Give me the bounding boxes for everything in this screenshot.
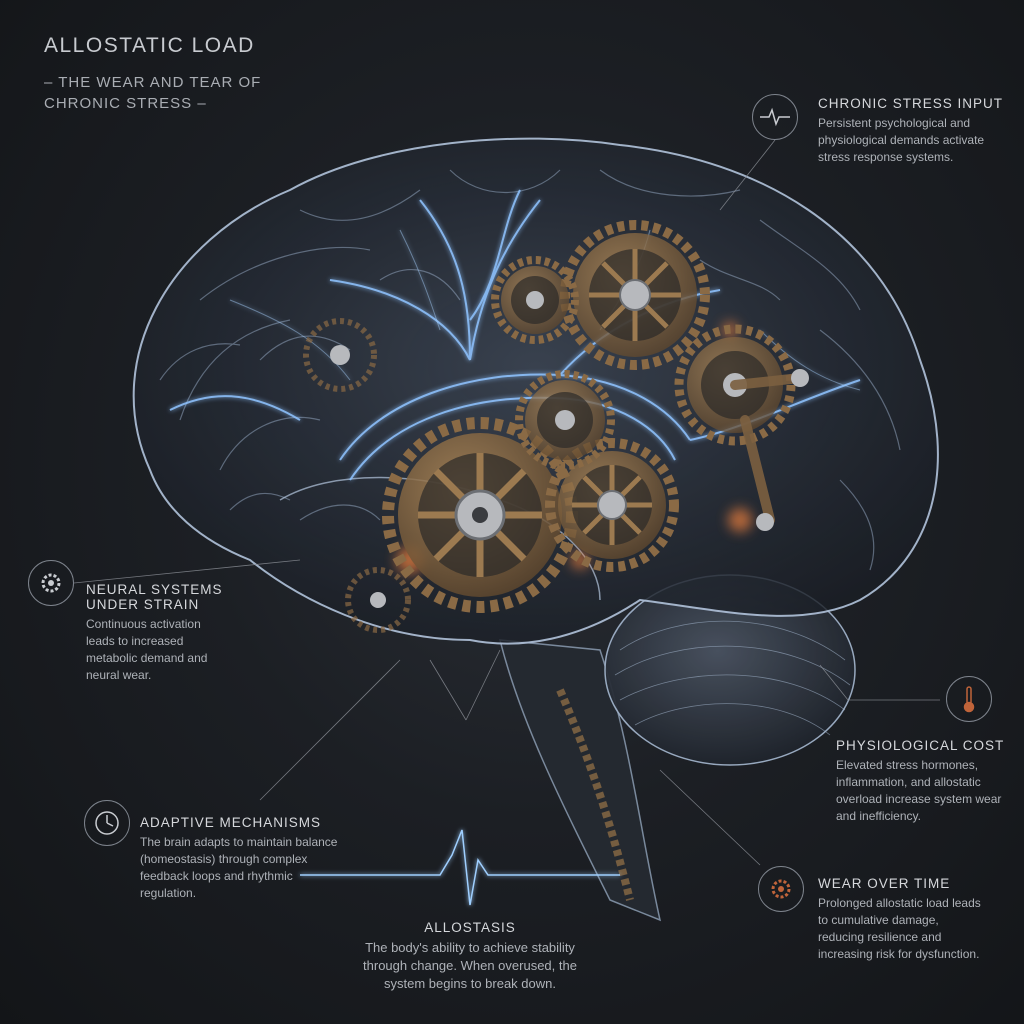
wear-over-time-text: Prolonged allostatic load leads to cumul… <box>818 896 981 961</box>
physiological-cost-heading: PHYSIOLOGICAL COST <box>836 738 1005 753</box>
gear-icon <box>758 866 804 912</box>
neural-systems-heading: NEURAL SYSTEMS UNDER STRAIN <box>86 582 223 612</box>
allostasis-panel: ALLOSTASIS The body's ability to achieve… <box>350 920 590 993</box>
adaptive-mechanisms-panel: ADAPTIVE MECHANISMS The brain adapts to … <box>140 815 340 902</box>
chronic-stress-text: Persistent psychological and physiologic… <box>818 116 985 164</box>
physiological-cost-text: Elevated stress hormones, inflammation, … <box>836 758 1002 823</box>
heartbeat-line <box>300 829 620 906</box>
thermometer-icon <box>946 676 992 722</box>
adaptive-mechanisms-text: The brain adapts to maintain balance (ho… <box>140 835 338 900</box>
gear-icon <box>28 560 74 606</box>
page-title: ALLOSTATIC LOAD <box>44 34 255 57</box>
wear-over-time-heading: WEAR OVER TIME <box>818 876 951 891</box>
wear-over-time-panel: WEAR OVER TIME Prolonged allostatic load… <box>818 876 988 963</box>
neural-systems-panel: NEURAL SYSTEMS UNDER STRAIN Continuous a… <box>86 582 226 684</box>
gear-small-top <box>491 256 579 344</box>
allostasis-text: The body's ability to achieve stability … <box>363 940 577 991</box>
physiological-cost-panel: PHYSIOLOGICAL COST Elevated stress hormo… <box>836 738 1016 825</box>
gear-center <box>515 370 615 470</box>
neural-systems-text: Continuous activation leads to increased… <box>86 617 208 682</box>
adaptive-mechanisms-heading: ADAPTIVE MECHANISMS <box>140 815 322 830</box>
allostasis-heading: ALLOSTASIS <box>424 920 516 935</box>
chronic-stress-heading: CHRONIC STRESS INPUT <box>818 96 1004 111</box>
gear-mid-right <box>545 438 679 572</box>
clock-icon <box>84 800 130 846</box>
heartbeat-icon <box>752 94 798 140</box>
chronic-stress-panel: CHRONIC STRESS INPUT Persistent psycholo… <box>818 96 1008 166</box>
gear-left <box>303 318 377 392</box>
gear-lower-left <box>345 567 411 633</box>
page-subtitle: – THE WEAR AND TEAR OF CHRONIC STRESS – <box>44 74 262 112</box>
